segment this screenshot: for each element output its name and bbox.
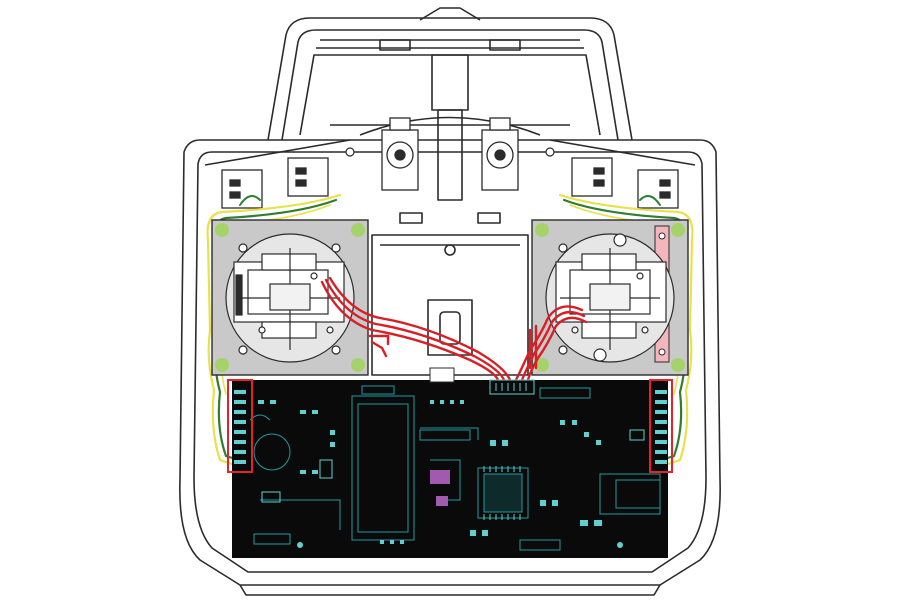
- red-harness: [320, 276, 588, 382]
- case-screws: [345, 147, 555, 157]
- left-gimbal: [211, 219, 369, 376]
- right-connector-strip: [649, 379, 673, 473]
- transmitter-case: [179, 7, 721, 596]
- switch-modules: [221, 117, 679, 209]
- main-pcb: [232, 367, 668, 558]
- right-gimbal: [531, 219, 689, 376]
- left-connector-strip: [227, 379, 253, 473]
